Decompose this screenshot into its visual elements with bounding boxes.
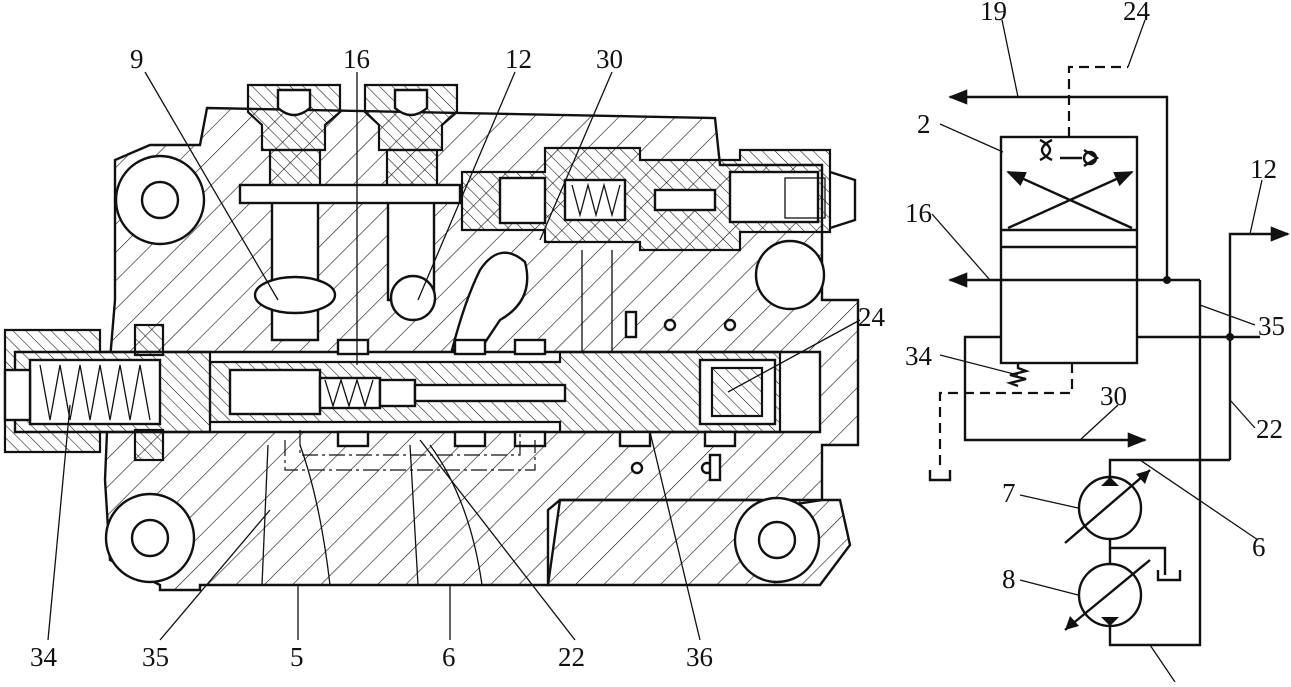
callout-16: 16 [343, 44, 370, 74]
callout-30: 30 [596, 44, 623, 74]
port-fitting-1 [246, 83, 342, 152]
callout-19: 19 [980, 0, 1007, 26]
callout-34-schematic: 34 [905, 341, 933, 371]
port-fitting-2 [363, 83, 459, 152]
hydraulic-schematic: 19 24 2 16 12 35 34 30 22 7 6 8 [905, 0, 1290, 683]
callout-12-schematic: 12 [1250, 154, 1277, 184]
callout-36: 36 [686, 642, 713, 672]
callout-12: 12 [505, 44, 532, 74]
valve-section-view: 9 16 12 30 24 34 35 5 6 22 36 [3, 44, 886, 672]
pilot-line-24 [1067, 65, 1128, 137]
callout-8: 8 [1002, 564, 1016, 594]
pump-8 [1077, 562, 1143, 628]
callout-35-schematic: 35 [1258, 311, 1285, 341]
callout-16-schematic: 16 [905, 198, 932, 228]
section-leader-lines [47, 71, 861, 641]
callout-22: 22 [558, 642, 585, 672]
pilot-bore [238, 183, 462, 205]
callout-2: 2 [917, 109, 931, 139]
callout-9: 9 [130, 44, 144, 74]
callout-35: 35 [142, 642, 169, 672]
relief-adjust-screw [728, 170, 820, 224]
callout-24: 24 [858, 302, 886, 332]
line-30 [963, 335, 1147, 448]
callout-22-schematic: 22 [1256, 414, 1283, 444]
callout-5: 5 [290, 642, 304, 672]
passage-9 [270, 193, 320, 342]
passage-12 [450, 251, 529, 352]
line-19 [948, 89, 1169, 280]
callout-6: 6 [442, 642, 456, 672]
drain-line-34 [938, 363, 1074, 470]
line-6 [1108, 280, 1202, 647]
mount-boss-right [754, 239, 826, 311]
valve-envelope-2 [999, 135, 1139, 365]
line-12 [1228, 226, 1290, 460]
schematic-leader-lines [931, 19, 1263, 683]
spool-inner-bore [228, 368, 322, 416]
callout-7: 7 [1002, 478, 1016, 508]
callout-6-schematic: 6 [1252, 532, 1266, 562]
callout-34: 34 [30, 642, 58, 672]
line-22 [1108, 458, 1230, 478]
centering-spring [39, 364, 151, 421]
callout-30-schematic: 30 [1100, 381, 1127, 411]
callout-24-schematic: 24 [1123, 0, 1151, 26]
valve-spring [1005, 363, 1031, 388]
